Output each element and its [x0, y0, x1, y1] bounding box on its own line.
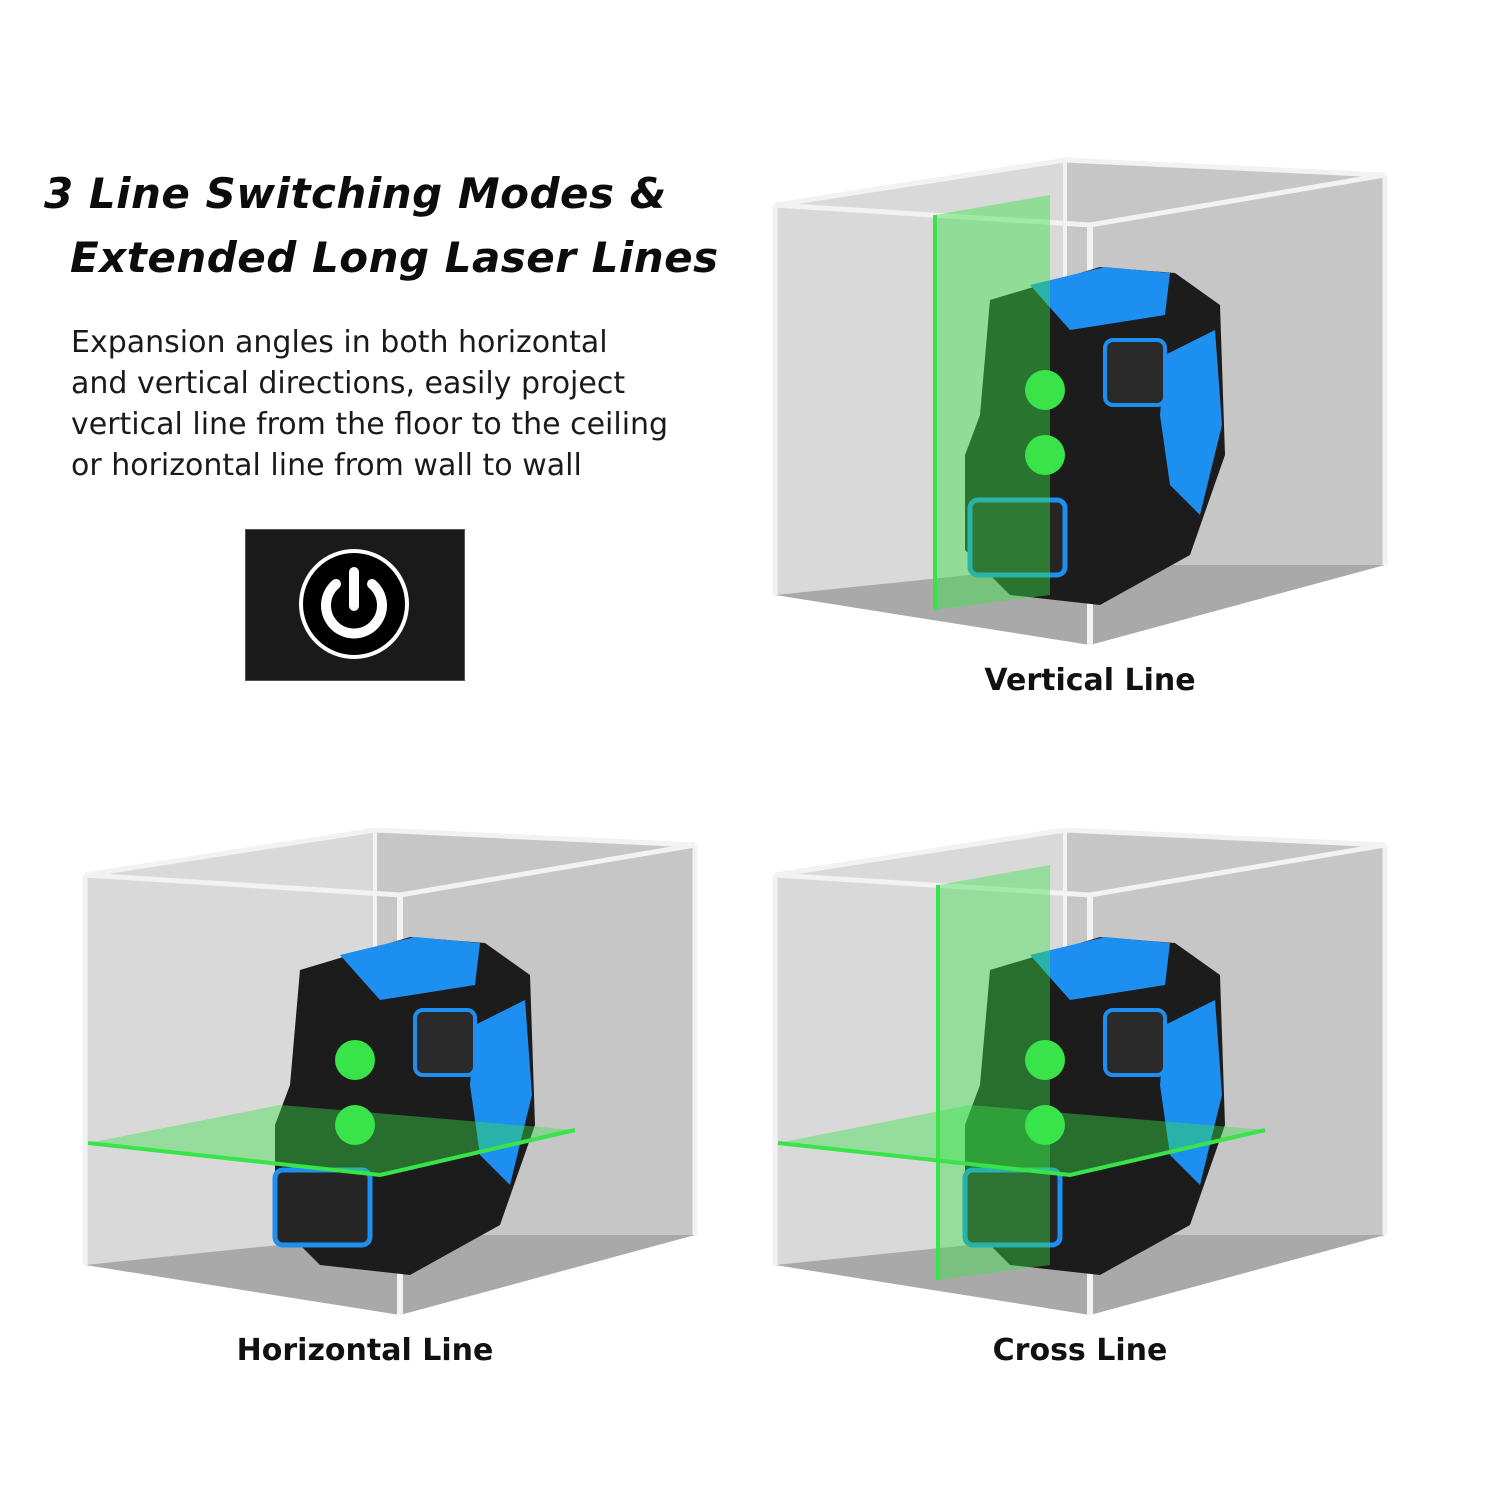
- power-button-tile: [245, 529, 465, 681]
- headline: 3 Line Switching Modes & Extended Long L…: [44, 162, 764, 290]
- description: Expansion angles in both horizontal and …: [71, 322, 731, 486]
- horizontal-line-label: Horizontal Line: [236, 1333, 494, 1368]
- vertical-line-label: Vertical Line: [984, 663, 1196, 698]
- cross-line-label: Cross Line: [992, 1333, 1168, 1368]
- laser-level-device: [272, 937, 535, 1275]
- description-line: Expansion angles in both horizontal: [71, 325, 608, 360]
- vertical-line-scene: [772, 157, 1388, 645]
- laser-level-device: [965, 267, 1225, 605]
- description-line: and vertical directions, easily project: [71, 366, 626, 401]
- cross-line-scene: [772, 827, 1388, 1315]
- headline-line-1: 3 Line Switching Modes &: [44, 169, 667, 218]
- power-button-icon: [299, 549, 409, 659]
- description-line: vertical line from the floor to the ceil…: [71, 407, 669, 442]
- laser-level-device: [962, 937, 1225, 1275]
- description-line: or horizontal line from wall to wall: [71, 448, 582, 483]
- horizontal-line-scene: [82, 827, 698, 1315]
- headline-line-2: Extended Long Laser Lines: [70, 233, 719, 282]
